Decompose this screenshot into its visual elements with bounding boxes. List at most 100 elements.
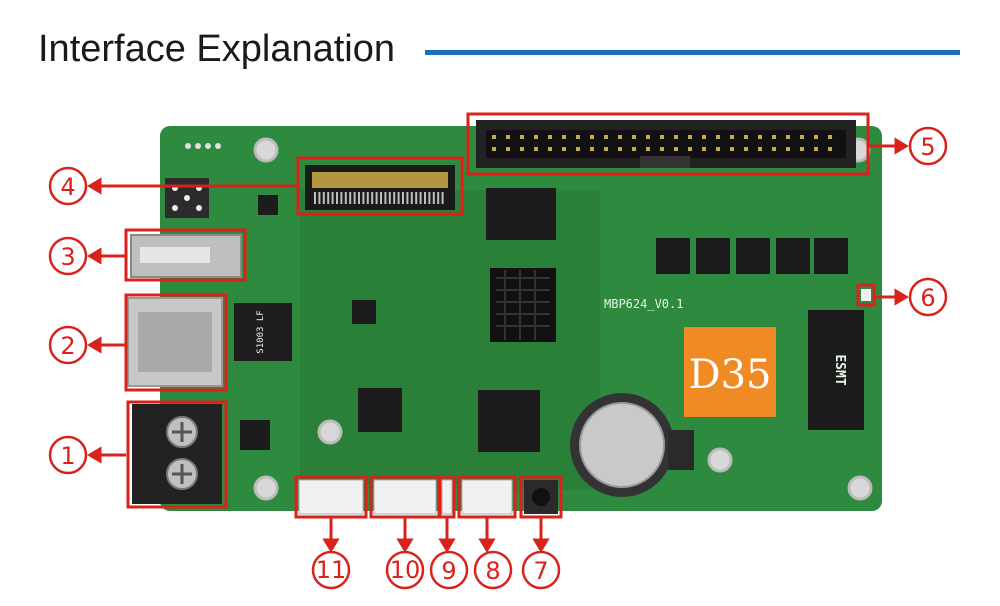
heatsink-fins [496,270,550,340]
header-pin [618,135,622,139]
m2-pin [384,192,387,204]
header-pin [716,147,720,151]
header-pin [632,147,636,151]
callout-4: 4 [48,166,88,206]
m2-pin [388,192,391,204]
model-silkscreen: MBP624_V0.1 [604,297,683,311]
callout-8: 8 [473,550,513,590]
m2-pin [366,192,369,204]
m2-pin [415,192,418,204]
m2-pin [428,192,431,204]
m2-pin [318,192,321,204]
callout-7-number: 7 [533,557,548,585]
header-pin [786,147,790,151]
header-pin [828,147,832,151]
header-pin [800,147,804,151]
m2-pin [344,192,347,204]
header-pin [604,135,608,139]
callout-9-number: 9 [441,557,456,585]
callout-box-6 [856,283,876,307]
header-pin [660,135,664,139]
memory-chip-label: ESMT [832,354,847,385]
header-pin [730,135,734,139]
header-pin [646,135,650,139]
m2-pin [406,192,409,204]
connector-10 [373,479,437,515]
callout-11: 11 [311,550,351,590]
header-pin [506,147,510,151]
header-pin [702,135,706,139]
header-pin [506,135,510,139]
m2-pin [437,192,440,204]
chip-side [240,420,270,450]
header-pin [548,135,552,139]
callout-5-number: 5 [920,133,935,161]
callout-3: 3 [48,236,88,276]
mounting-holes [253,137,873,501]
callout-box-2 [124,293,228,392]
callout-1: 1 [48,435,88,475]
callout-10: 10 [385,550,425,590]
chip-u3 [486,188,556,240]
header-pin [758,135,762,139]
chip-small [352,300,376,324]
callout-3-number: 3 [60,243,75,271]
callout-10-number: 10 [390,556,421,584]
header-pin [562,135,566,139]
status-led [861,289,871,301]
chip-wifi [258,195,278,215]
header-pin [814,135,818,139]
header-pin [534,135,538,139]
m2-pin [393,192,396,204]
header-pin [590,147,594,151]
callout-9: 9 [429,550,469,590]
callout-7: 7 [521,550,561,590]
m2-pin [424,192,426,204]
m2-pins [314,192,444,204]
header-pin [800,135,804,139]
connector-8 [461,479,513,515]
m2-pin [380,192,382,204]
connector-9 [441,479,453,515]
transformer-chip-label: S1003 LF [256,310,266,353]
header-pin [604,147,608,151]
m2-pin [331,192,334,204]
m2-pin [432,192,435,204]
m2-pin [441,192,444,204]
header-pin [730,147,734,151]
m2-pin [371,192,374,204]
header-pin [660,147,664,151]
d35-logo [684,327,776,417]
m2-pin [349,192,352,204]
callout-arrows [87,137,909,553]
header-pin [758,147,762,151]
m2-pin [362,192,365,204]
m2-pin [397,192,400,204]
m2-pin [375,192,378,204]
callout-box-5 [466,112,870,176]
m2-pin [353,192,356,204]
m2-pin [410,192,413,204]
callout-4-number: 4 [60,173,75,201]
pads [185,143,221,149]
header-pin [632,135,636,139]
callout-2: 2 [48,325,88,365]
header-pin [674,147,678,151]
header-pin [520,135,524,139]
header-pin [702,147,706,151]
header-pin [688,147,692,151]
callout-labels: 1 2 3 4 5 6 7 8 9 10 11 [48,126,948,590]
header-pin [534,147,538,151]
callout-6-number: 6 [920,284,935,312]
header-pin [646,147,650,151]
callout-6: 6 [908,277,948,317]
title-rule [425,50,960,55]
header-pin [674,135,678,139]
chip-heatsink [490,268,556,342]
page-title: Interface Explanation [38,28,396,70]
header-pin [744,147,748,151]
m2-pin [327,192,330,204]
header-pin [492,147,496,151]
header-pin [744,135,748,139]
